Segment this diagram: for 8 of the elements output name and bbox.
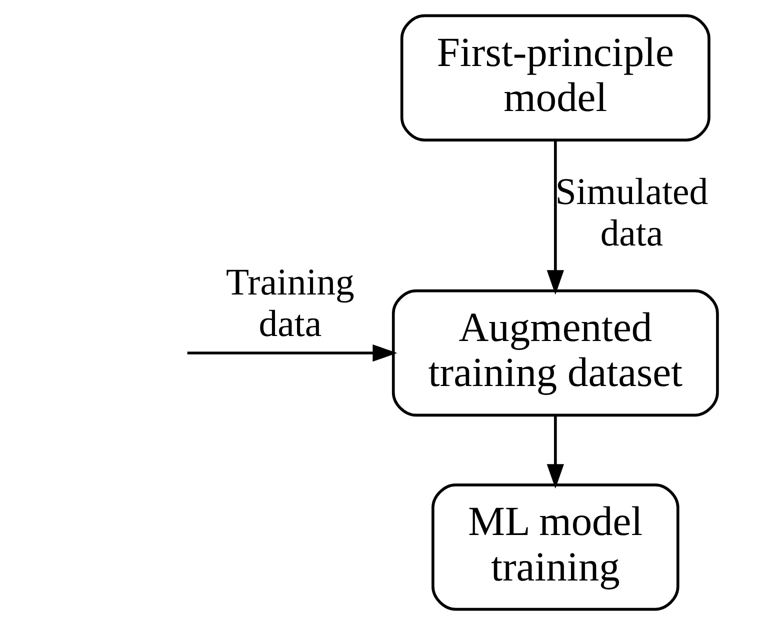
edge-label: Training data [226,262,354,346]
arrow [187,344,398,362]
arrow [546,416,564,489]
edge-label: Simulated data [555,171,708,255]
node-box: ML model training [432,484,680,611]
node-box: Augmented training dataset [392,289,719,417]
arrow [546,140,564,295]
node-box: First-principle model [400,14,710,142]
